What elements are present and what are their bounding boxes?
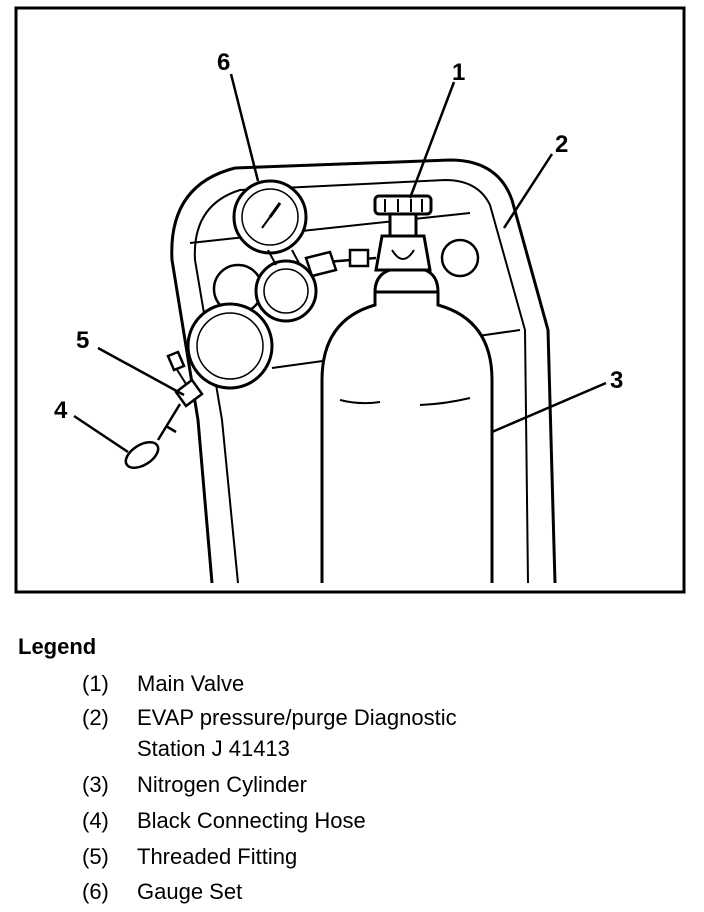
legend-number: (1) bbox=[82, 671, 109, 696]
callout-2: 2 bbox=[555, 131, 568, 158]
callout-4: 4 bbox=[54, 397, 68, 424]
legend-text: Main Valve bbox=[137, 671, 245, 696]
threaded-fitting bbox=[166, 350, 204, 408]
legend-number: (3) bbox=[82, 772, 109, 797]
callout-5: 5 bbox=[76, 327, 89, 354]
legend-text: EVAP pressure/purge Diagnostic Station J… bbox=[137, 705, 457, 761]
legend-number: (2) bbox=[82, 705, 109, 730]
legend-text: Nitrogen Cylinder bbox=[137, 772, 307, 797]
regulator-tubing bbox=[304, 248, 377, 278]
black-connecting-hose bbox=[124, 403, 182, 470]
callout-3: 3 bbox=[610, 367, 623, 394]
legend-number: (5) bbox=[82, 844, 109, 869]
illustration-frame bbox=[14, 6, 686, 594]
callout-leader-lines bbox=[73, 73, 607, 454]
gauge-set bbox=[186, 179, 480, 390]
legend-text: Black Connecting Hose bbox=[137, 808, 366, 833]
legend-text: Threaded Fitting bbox=[137, 844, 298, 869]
legend-number: (6) bbox=[82, 879, 109, 904]
callout-1: 1 bbox=[452, 59, 465, 86]
main-valve bbox=[373, 194, 433, 272]
legend-number: (4) bbox=[82, 808, 109, 833]
legend-title: Legend bbox=[18, 634, 97, 659]
callout-6: 6 bbox=[217, 49, 230, 76]
equipment-illustration: 1 2 3 4 5 6 bbox=[14, 6, 686, 594]
nitrogen-cylinder bbox=[320, 268, 494, 583]
diagnostic-station-cart bbox=[170, 158, 557, 584]
legend-text: Gauge Set bbox=[137, 879, 243, 904]
